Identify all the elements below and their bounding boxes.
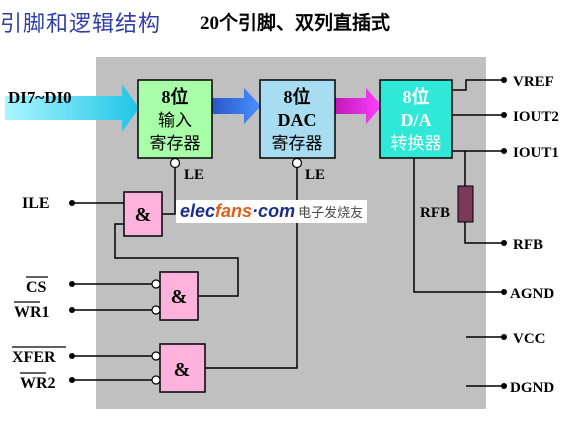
xfer-label: XFER: [12, 349, 56, 366]
pin-dots: [69, 77, 507, 389]
and-gate-cs-wr1-symbol: &: [171, 286, 188, 308]
cs-bubble: [151, 279, 161, 289]
page-title: 引脚和逻辑结构: [0, 11, 162, 36]
and-gate-cs-wr1: [159, 271, 199, 321]
dac-register-line1: 8位: [284, 86, 311, 107]
dgnd-label: DGND: [510, 380, 554, 396]
data-input-label: DI7~DI0: [8, 88, 72, 107]
input-register-line2: 输入: [158, 111, 192, 130]
input-register-line3: 寄存器: [150, 134, 201, 153]
and-gate-ile-symbol: &: [135, 204, 152, 226]
xfer-bubble: [151, 351, 161, 361]
dac-register-line3: 寄存器: [272, 134, 323, 153]
page-subtitle: 20个引脚、双列直插式: [200, 13, 391, 34]
converter-block: [379, 79, 453, 159]
watermark-cn: 电子发烧友: [298, 205, 364, 220]
wr2-bubble: [151, 375, 161, 385]
rfb-label: RFB: [513, 237, 543, 253]
watermark-elec: elec: [180, 201, 216, 221]
wr1-bubble: [151, 305, 161, 315]
cs-label: CS: [26, 279, 47, 296]
and-gate-xfer-wr2: [159, 343, 206, 393]
converter-line3: 转换器: [391, 134, 442, 153]
rfb-resistor-label: RFB: [420, 205, 450, 221]
and-gate-ile: [123, 191, 163, 237]
converter-line1: 8位: [403, 86, 430, 107]
vcc-label: VCC: [513, 331, 546, 347]
arrow-dac-to-converter: [335, 88, 382, 124]
vref-label: VREF: [513, 74, 554, 90]
le2-bubble: [291, 157, 303, 169]
le1-label: LE: [184, 167, 204, 183]
data-input-arrow: [5, 84, 139, 132]
and-gate-xfer-wr2-symbol: &: [174, 359, 191, 381]
input-register-block: [137, 79, 213, 159]
agnd-label: AGND: [510, 286, 554, 302]
iout1-label: IOUT1: [513, 145, 559, 161]
wr1-label: WR1: [14, 304, 50, 321]
watermark-com: ·com: [252, 201, 296, 221]
arrow-reg-to-dac: [212, 88, 261, 124]
wiring: [72, 79, 504, 387]
le1-bubble: [169, 157, 181, 169]
wr2-label: WR2: [20, 375, 56, 392]
ile-label: ILE: [22, 195, 50, 212]
dac-register-line2: DAC: [278, 110, 317, 130]
converter-line2: D/A: [401, 110, 432, 130]
input-register-line1: 8位: [162, 86, 189, 107]
le2-label: LE: [305, 167, 325, 183]
iout2-label: IOUT2: [513, 109, 559, 125]
watermark-fans: fans: [215, 201, 253, 221]
rfb-resistor: [457, 185, 474, 223]
